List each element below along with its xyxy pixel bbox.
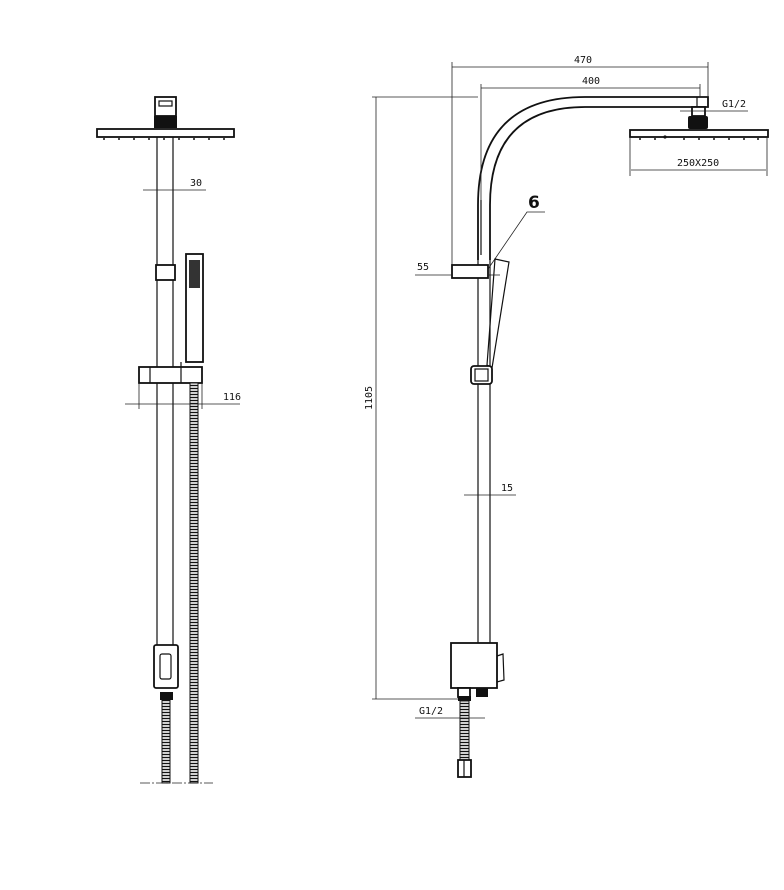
mixer-body (450, 642, 498, 689)
overall-reach-label: 470 (574, 55, 592, 66)
mixer-body (153, 644, 179, 689)
head-connector-window (158, 100, 173, 107)
head-size-label: 250X250 (677, 158, 719, 169)
shower-head-nozzles (103, 138, 225, 140)
front-view: 30 116 (96, 96, 241, 784)
mixer-control (159, 653, 172, 680)
inlet-hose (459, 700, 470, 762)
pole-width-label: 30 (190, 178, 202, 189)
pole-collar-inner (474, 368, 489, 382)
holder-depth-label: 116 (223, 392, 241, 403)
head-nut (154, 116, 177, 128)
hand-shower-hose (189, 382, 199, 784)
side-view: 470 400 G1/2 250X250 6 55 (364, 55, 769, 778)
inlet-nut (458, 696, 471, 701)
slide-holder (138, 366, 203, 384)
mixer-lever (496, 653, 505, 683)
inlet-nut (160, 692, 173, 700)
head-connection-label: G1/2 (722, 99, 746, 110)
inlet-connection-label: G1/2 (419, 706, 443, 717)
slider-label: 55 (417, 262, 429, 273)
head-nut (688, 116, 708, 129)
inlet-hose (161, 699, 171, 784)
shower-head-nozzles (639, 135, 759, 140)
curved-shower-arm (477, 96, 709, 260)
slide-holder (451, 264, 489, 279)
arm-reach-label: 400 (582, 76, 600, 87)
pole-collar (470, 365, 493, 385)
part-number-label: 6 (528, 193, 540, 213)
shower-head (96, 128, 235, 138)
pipe-label: 15 (501, 483, 513, 494)
outlet-nut (476, 688, 488, 697)
shower-head (629, 129, 769, 138)
inlet-outlet (457, 687, 471, 698)
hand-shower-spray-face (189, 260, 200, 288)
part-leader-line (485, 211, 545, 273)
head-nipple (691, 106, 706, 117)
height-label: 1105 (364, 386, 375, 410)
pole-collar (155, 264, 176, 281)
